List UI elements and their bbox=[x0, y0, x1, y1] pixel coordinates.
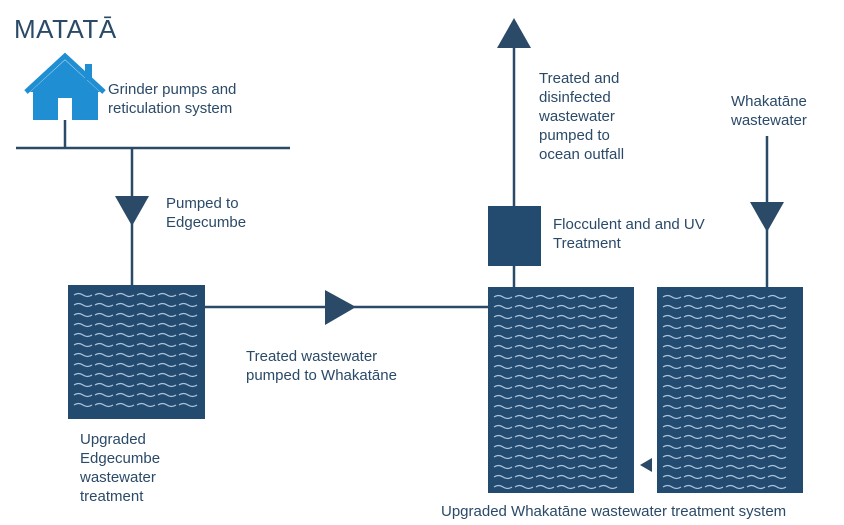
pumped-edgecumbe-label: Pumped to Edgecumbe bbox=[166, 195, 247, 231]
wave-line bbox=[73, 332, 198, 338]
wave-line bbox=[662, 444, 787, 450]
wave-line bbox=[73, 302, 198, 308]
wave-line bbox=[662, 404, 787, 410]
house-icon bbox=[24, 52, 106, 120]
wave-line bbox=[493, 364, 618, 370]
uv-treatment-box bbox=[488, 206, 541, 266]
wave-line bbox=[662, 354, 787, 360]
wave-line bbox=[662, 434, 787, 440]
grinder-label: Grinder pumps and reticulation system bbox=[108, 81, 237, 117]
whakatane-main-waves bbox=[493, 294, 618, 490]
wave-line bbox=[662, 464, 787, 470]
arrow-down-icon bbox=[750, 202, 784, 232]
wave-line bbox=[493, 474, 618, 480]
wave-line bbox=[493, 444, 618, 450]
wave-line bbox=[73, 402, 198, 408]
wave-line bbox=[73, 312, 198, 318]
arrow-right-icon bbox=[325, 290, 356, 325]
wave-line bbox=[493, 334, 618, 340]
wave-line bbox=[662, 384, 787, 390]
edgecumbe-treatment-label: Upgraded Edgecumbe wastewater treatment bbox=[80, 431, 161, 505]
wave-line bbox=[493, 454, 618, 460]
wave-line bbox=[73, 322, 198, 328]
wave-line bbox=[73, 382, 198, 388]
wave-line bbox=[73, 362, 198, 368]
wave-line bbox=[662, 374, 787, 380]
wave-line bbox=[662, 344, 787, 350]
wave-line bbox=[493, 384, 618, 390]
wave-line bbox=[493, 344, 618, 350]
flocculent-label: Flocculent and and UV Treatment bbox=[553, 216, 705, 252]
whakatane-tank-secondary bbox=[657, 287, 803, 493]
wave-line bbox=[73, 342, 198, 348]
wave-line bbox=[662, 424, 787, 430]
wave-line bbox=[662, 314, 787, 320]
wave-line bbox=[662, 324, 787, 330]
edgecumbe-waves bbox=[73, 292, 198, 408]
arrow-down-icon bbox=[115, 196, 149, 226]
edgecumbe-tank bbox=[68, 285, 205, 419]
wave-line bbox=[662, 414, 787, 420]
wave-line bbox=[493, 464, 618, 470]
wave-line bbox=[493, 354, 618, 360]
arrow-up-icon bbox=[497, 18, 531, 48]
wave-line bbox=[493, 434, 618, 440]
wave-line bbox=[73, 352, 198, 358]
wave-line bbox=[662, 394, 787, 400]
wave-line bbox=[662, 474, 787, 480]
wave-line bbox=[662, 364, 787, 370]
wave-line bbox=[493, 304, 618, 310]
wave-line bbox=[73, 372, 198, 378]
wave-line bbox=[73, 292, 198, 298]
whakatane-tank-main bbox=[488, 287, 634, 493]
arrow-left-icon bbox=[640, 458, 652, 472]
wave-line bbox=[493, 424, 618, 430]
wave-line bbox=[662, 304, 787, 310]
whakatane-system-label: Upgraded Whakatāne wastewater treatment … bbox=[441, 503, 787, 520]
wave-line bbox=[662, 334, 787, 340]
wave-line bbox=[493, 484, 618, 490]
wave-line bbox=[662, 294, 787, 300]
wave-line bbox=[493, 394, 618, 400]
wave-line bbox=[493, 294, 618, 300]
outfall-label: Treated and disinfected wastewater pumpe… bbox=[539, 70, 625, 163]
wave-line bbox=[73, 392, 198, 398]
wave-line bbox=[493, 414, 618, 420]
wave-line bbox=[493, 314, 618, 320]
whakatane-wastewater-label: Whakatāne wastewater bbox=[731, 93, 807, 129]
wave-line bbox=[493, 324, 618, 330]
wave-line bbox=[662, 454, 787, 460]
wave-line bbox=[493, 374, 618, 380]
whakatane-secondary-waves bbox=[662, 294, 787, 490]
wave-line bbox=[493, 404, 618, 410]
wave-line bbox=[662, 484, 787, 490]
treated-pumped-label: Treated wastewater pumped to Whakatāne bbox=[246, 348, 397, 384]
page-title: MATATĀ bbox=[14, 14, 117, 44]
